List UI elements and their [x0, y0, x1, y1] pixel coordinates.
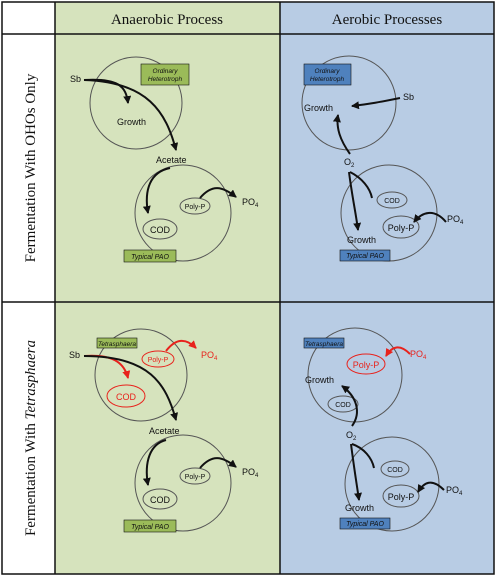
- tetrasphaera-cell: [94, 328, 188, 422]
- ordinary-label-2: Heterotroph: [310, 76, 345, 83]
- o2-to-growth-arrow: [332, 114, 351, 155]
- polyp-release-arrow: [199, 457, 237, 469]
- ordinary-heterotroph-cell: [89, 56, 183, 150]
- cod-label: COD: [335, 402, 351, 409]
- typical-pao-label: Typical PAO: [131, 524, 169, 531]
- polyp-ellipse: [382, 484, 420, 508]
- sb-to-acetate-arrow: [83, 79, 179, 151]
- row1-aerobic: Ordinary Heterotroph Sb Growth O2 Typica…: [301, 55, 464, 262]
- polyp-label-red: Poly-P: [353, 360, 380, 370]
- o2-to-growth2-arrow: [350, 443, 362, 501]
- po4-uptake-arrow-red: [385, 346, 411, 357]
- po4-label: PO4: [242, 197, 259, 209]
- acetate-label: Acetate: [156, 155, 187, 165]
- growth-label: Growth: [117, 117, 146, 127]
- o2-to-growth2-arrow: [348, 171, 362, 231]
- po4-uptake-arrow: [413, 212, 447, 223]
- polyp-label: Poly-P: [185, 204, 206, 211]
- growth-label: Growth: [305, 375, 334, 385]
- cod-ellipse: [380, 460, 410, 478]
- growth-label: Growth: [345, 503, 374, 513]
- ordinary-label-1: Ordinary: [315, 68, 341, 75]
- typical-pao-label: Typical PAO: [346, 253, 384, 260]
- row2-anaerobic: Tetrasphaera Sb COD Poly-P PO4 Acetate T…: [69, 328, 259, 533]
- cod-ellipse: [327, 395, 359, 413]
- polyp-ellipse: [382, 215, 420, 239]
- typical-pao-label: Typical PAO: [131, 254, 169, 261]
- acetate-to-cod-arrow: [142, 439, 167, 486]
- po4-label-red: PO4: [201, 350, 218, 362]
- tetrasphaera-label: Tetrasphaera: [305, 341, 343, 348]
- row-title-ohos: Fermentation With OHOs Only: [23, 73, 39, 262]
- sb-label: Sb: [70, 74, 81, 84]
- acetate-to-cod-arrow: [142, 167, 171, 214]
- cod-label: COD: [150, 225, 171, 235]
- sb-to-acetate-arrow: [83, 355, 178, 421]
- po4-label: PO4: [446, 485, 463, 497]
- cod-label: COD: [384, 198, 400, 205]
- header-aerobic: Aerobic Processes: [332, 12, 443, 28]
- polyp-ellipse: [179, 467, 211, 485]
- ordinary-heterotroph-cell: [301, 55, 397, 151]
- cod-ellipse: [376, 191, 408, 209]
- cod-ellipse: [142, 218, 178, 240]
- polyp-label: Poly-P: [388, 492, 415, 502]
- typical-pao-label: Typical PAO: [346, 521, 384, 528]
- sb-label: Sb: [69, 350, 80, 360]
- po4-label: PO4: [242, 467, 259, 479]
- o2-to-growth-arrow: [341, 385, 358, 427]
- typical-pao-cell: [344, 436, 440, 532]
- po4-label-red: PO4: [410, 349, 427, 361]
- ordinary-label-2: Heterotroph: [148, 76, 183, 83]
- polyp-label: Poly-P: [388, 223, 415, 233]
- polyp-ellipse: [179, 197, 211, 215]
- ordinary-heterotroph-box: [303, 63, 352, 86]
- tetrasphaera-box: [96, 337, 138, 349]
- row2-aerobic: Tetrasphaera Poly-P PO4 Growth COD O2 Ty…: [303, 327, 463, 532]
- header-anaerobic: Anaerobic Process: [111, 12, 223, 28]
- typical-pao-box: [339, 517, 391, 530]
- growth-label: Growth: [304, 103, 333, 113]
- cod-ellipse-red: [106, 384, 146, 408]
- polyp-ellipse-red: [346, 353, 386, 375]
- ordinary-label-1: Ordinary: [153, 68, 179, 75]
- cod-ellipse: [142, 488, 178, 510]
- polyp-label-red: Poly-P: [148, 357, 169, 364]
- polyp-label: Poly-P: [185, 474, 206, 481]
- acetate-label: Acetate: [149, 426, 180, 436]
- tetrasphaera-box: [303, 337, 345, 349]
- sb-to-growth-arrow: [351, 97, 401, 110]
- sb-label: Sb: [403, 92, 414, 102]
- typical-pao-box: [123, 519, 177, 533]
- po4-uptake-arrow: [417, 481, 445, 493]
- cod-label-red: COD: [116, 392, 137, 402]
- growth-label: Growth: [347, 235, 376, 245]
- polyp-ellipse-red: [141, 350, 175, 368]
- cod-label: COD: [150, 495, 171, 505]
- o2-label: O2: [344, 157, 355, 169]
- cod-label: COD: [387, 467, 403, 474]
- row1-anaerobic: Ordinary Heterotroph Sb Growth Acetate T…: [70, 56, 259, 263]
- typical-pao-cell: [134, 434, 232, 532]
- row-title-tetrasphaera: Fermentation With Tetrasphaera: [23, 340, 39, 536]
- po4-label: PO4: [447, 214, 464, 226]
- typical-pao-cell: [134, 164, 232, 262]
- aerobic-column-bg: [280, 2, 494, 574]
- polyp-release-arrow-red: [165, 339, 197, 352]
- o2-branch-arrow: [351, 443, 375, 469]
- typical-pao-box: [123, 249, 177, 263]
- ordinary-heterotroph-box: [140, 63, 190, 86]
- o2-label: O2: [346, 430, 357, 442]
- tetrasphaera-label: Tetrasphaera: [98, 341, 136, 348]
- polyp-release-arrow: [199, 187, 237, 199]
- o2-branch-arrow: [349, 171, 373, 199]
- typical-pao-box: [339, 249, 391, 262]
- anaerobic-column-bg: [55, 2, 280, 574]
